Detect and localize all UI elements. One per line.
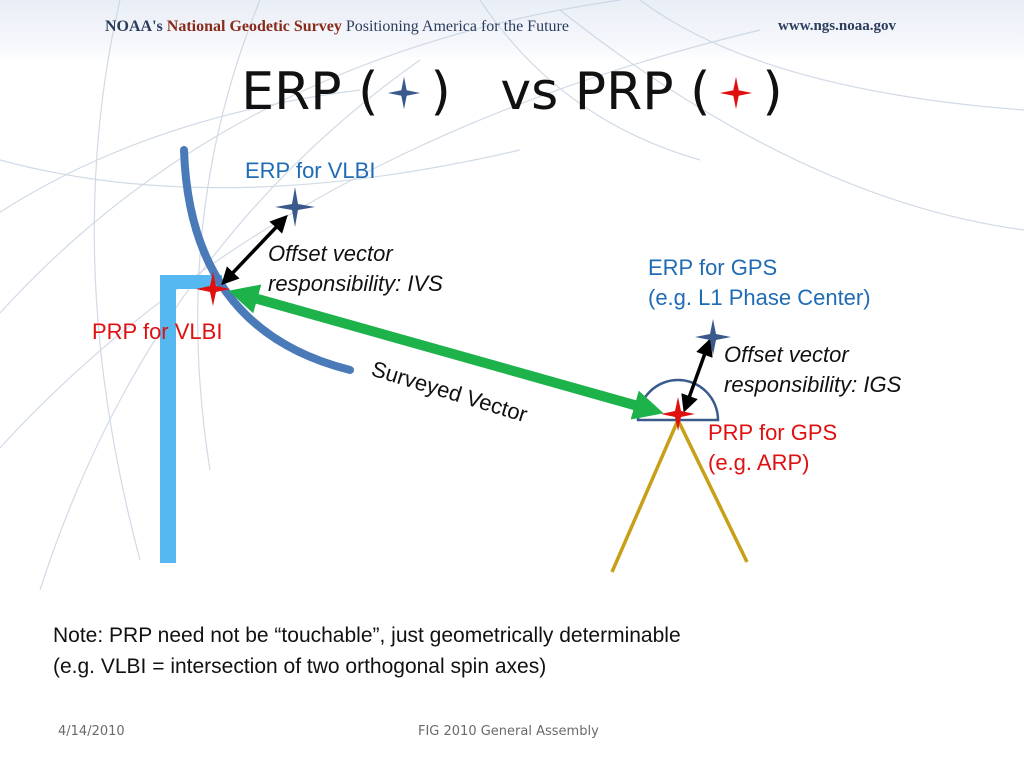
org-name: National Geodetic Survey [166,18,342,35]
header-brand: NOAA's National Geodetic Survey Position… [105,18,569,36]
label-offset-igs-line2: responsibility: IGS [724,372,902,397]
prp-gps-star-icon [661,397,695,431]
label-offset-ivs-line1: Offset vector [268,241,393,266]
erp-vlbi-star-icon [275,187,315,227]
footer-event: FIG 2010 General Assembly [418,724,599,739]
note-line1: Note: PRP need not be “touchable”, just … [53,624,681,647]
gps-tripod-leg-right [676,419,749,563]
footer-date: 4/14/2010 [58,724,125,739]
offset-vector-ivs-arrow [221,214,288,286]
org-prefix: NOAA's [105,18,163,35]
header-url: www.ngs.noaa.gov [778,18,896,34]
label-erp-gps-line2: (e.g. L1 Phase Center) [648,285,871,310]
title-middle-text: ) vs PRP ( [430,62,711,122]
note: Note: PRP need not be “touchable”, just … [53,620,681,682]
label-prp-vlbi: PRP for VLBI [92,319,223,344]
prp-star-icon [720,76,753,110]
prp-vlbi-star-icon [196,272,230,306]
label-offset-ivs-line2: responsibility: IVS [268,271,443,296]
header-band [0,0,1024,62]
label-prp-gps-line1: PRP for GPS [708,420,838,445]
label-erp-vlbi: ERP for VLBI [245,158,376,183]
erp-gps-star-icon [695,319,731,355]
title-right-text: ) [762,62,783,122]
erp-star-icon [388,76,421,110]
note-line2: (e.g. VLBI = intersection of two orthogo… [53,655,547,678]
surveyed-vector-arrow [228,284,664,420]
label-prp-gps-line2: (e.g. ARP) [708,450,810,475]
vlbi-mount [160,275,222,563]
gps-tripod-leg-left [610,419,680,573]
offset-vector-igs-arrow [681,338,713,413]
label-offset-igs-line1: Offset vector [724,342,849,367]
label-erp-gps-line1: ERP for GPS [648,255,778,280]
tagline: Positioning America for the Future [345,18,569,35]
slide-title: ERP ( ) vs PRP () [0,62,1024,122]
title-left-text: ERP ( [241,62,379,122]
